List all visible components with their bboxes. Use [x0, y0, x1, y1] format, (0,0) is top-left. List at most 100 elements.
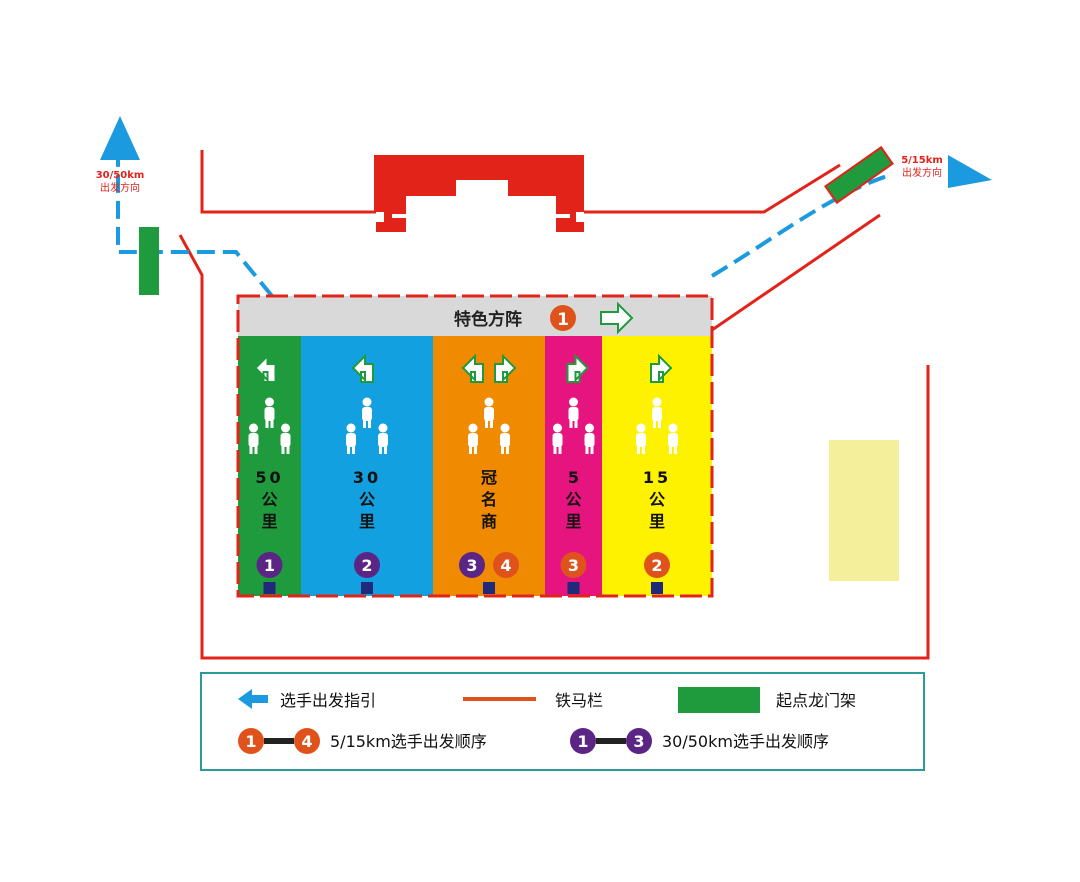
runner-icon: [378, 423, 388, 454]
fence-top-right: [584, 163, 841, 214]
gate-swatch-icon: [678, 687, 760, 713]
far-direction-arrow-icon: [100, 116, 140, 160]
short-order-dash-icon: [264, 738, 294, 744]
fence-top-left: [200, 150, 376, 214]
zone-15: 15 公里 2: [602, 336, 712, 596]
turn-left-arrow-icon: [461, 353, 484, 383]
zone-label-line: 15: [643, 468, 671, 487]
long-order-to-badge: [626, 728, 652, 754]
fence-outer-loop: [178, 234, 930, 660]
runner-icon: [652, 397, 662, 428]
zone-label-line: 冠: [481, 468, 497, 487]
order-badge: [354, 552, 380, 578]
order-badge: [459, 552, 485, 578]
zone-sponsor: 冠名商 3 4: [433, 336, 545, 596]
runner-icon: [362, 397, 372, 428]
order-number: 3: [466, 556, 477, 575]
near-direction-arrow-icon: [948, 155, 992, 188]
zone-label-line: 30: [353, 468, 381, 487]
runner-icon: [636, 423, 646, 454]
long-order-from-number: 1: [577, 732, 588, 751]
runner-icon: [248, 423, 259, 454]
exit-marker: [651, 582, 663, 594]
fence-lines: [178, 150, 930, 660]
zone-label-line: 公: [649, 490, 665, 509]
exit-marker: [263, 582, 276, 594]
order-badge: [560, 552, 587, 578]
guide-arrow-icon: [238, 689, 268, 709]
zone-label-line: 名: [481, 490, 497, 509]
runner-icon: [484, 397, 494, 428]
zone-label-line: 5: [568, 468, 579, 487]
order-badge: [644, 552, 670, 578]
short-order-from-badge: [238, 728, 264, 754]
runner-icon: [668, 423, 678, 454]
legend-long-order-label: 30/50km选手出发顺序: [662, 732, 829, 751]
zone-50: 50 公里 1: [238, 336, 301, 596]
start-gate-near: [824, 145, 894, 205]
runner-icon: [468, 423, 478, 454]
short-order-to-number: 4: [301, 732, 312, 751]
zone-label-line: 商: [481, 512, 497, 531]
near-direction-label: 出发方向: [902, 166, 942, 179]
route-lines: [116, 160, 891, 298]
runner-icon: [552, 423, 563, 454]
long-order-from-badge: [570, 728, 596, 754]
order-number: 3: [568, 556, 579, 575]
feature-band-order-number: 1: [557, 310, 569, 330]
near-direction-distance: 5/15km: [901, 155, 943, 166]
runner-icon: [500, 423, 510, 454]
zone-label-line: 公: [359, 490, 375, 509]
route-far: [116, 160, 274, 298]
turn-left-arrow-icon: [351, 353, 374, 383]
zone-30: 30 公里 2: [301, 336, 433, 596]
route-near: [710, 173, 891, 278]
short-order-to-badge: [294, 728, 320, 754]
short-order-from-number: 1: [245, 732, 256, 751]
turn-left-arrow-icon: [254, 353, 277, 383]
runner-icon: [568, 397, 579, 428]
zone-label-line: 里: [565, 512, 581, 531]
stage-structure: [374, 155, 584, 232]
turn-right-arrow-icon: [650, 353, 673, 383]
far-direction-label: 出发方向: [100, 181, 140, 194]
turn-right-arrow-icon: [494, 353, 517, 383]
start-gate-far: [139, 227, 159, 295]
order-number: 4: [500, 556, 511, 575]
zone-label-line: 里: [261, 512, 277, 531]
legend-guide-label: 选手出发指引: [280, 691, 376, 710]
legend-fence-label: 铁马栏: [555, 691, 603, 710]
order-number: 2: [361, 556, 372, 575]
runner-icon: [280, 423, 291, 454]
legend-box: [200, 672, 925, 771]
start-area-frame: [236, 294, 714, 598]
feature-band-label: 特色方阵: [454, 309, 522, 330]
turn-right-arrow-icon: [566, 353, 589, 383]
side-area: [829, 440, 899, 581]
zone-label-line: 公: [261, 490, 277, 509]
order-number: 1: [264, 556, 275, 575]
zone-label-line: 里: [649, 512, 665, 531]
feature-band: 特色方阵 1: [238, 296, 712, 336]
long-order-to-number: 3: [633, 732, 644, 751]
fence-exit-lane: [711, 213, 881, 332]
runner-icon: [584, 423, 595, 454]
order-badge: [256, 552, 283, 578]
band-right-arrow-icon: [600, 301, 634, 335]
exit-marker: [567, 582, 580, 594]
runner-icon: [346, 423, 356, 454]
legend: 选手出发指引 铁马栏 起点龙门架 1 4 5/15km选手出发顺序 1 3 30…: [200, 672, 925, 771]
exit-marker: [361, 582, 373, 594]
far-direction-distance: 30/50km: [96, 170, 145, 181]
zone-label-line: 里: [359, 512, 375, 531]
order-number: 2: [651, 556, 662, 575]
order-badge: [493, 552, 519, 578]
exit-marker: [483, 582, 495, 594]
zone-label-line: 公: [565, 490, 581, 509]
feature-band-order-badge: [550, 305, 576, 331]
zone-label-line: 50: [255, 468, 283, 487]
long-order-dash-icon: [596, 738, 626, 744]
runner-icon: [264, 397, 275, 428]
